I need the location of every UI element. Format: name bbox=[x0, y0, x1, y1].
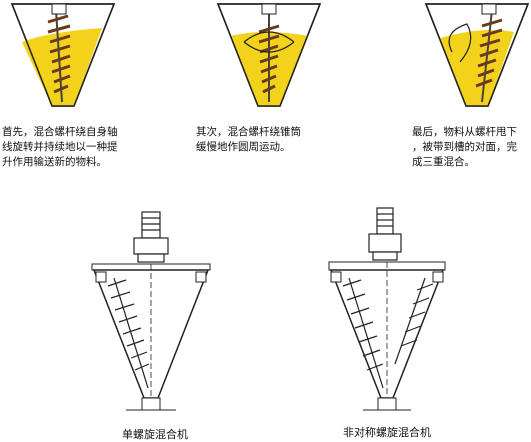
single-screw-mixer-drawing bbox=[86, 208, 216, 418]
step-3-caption: 最后，物料从螺杆甩下 ，被带到槽的对面，完 成三重混合。 bbox=[412, 126, 517, 168]
cone-hopper-icon bbox=[216, 3, 322, 107]
screw-auger-icon bbox=[47, 9, 71, 103]
motor-icon bbox=[141, 211, 161, 239]
gearbox-icon bbox=[133, 237, 169, 263]
asymmetric-screw-mixer-drawing bbox=[325, 204, 449, 418]
step-2-illustration bbox=[214, 2, 324, 110]
screw-auger-icon bbox=[258, 12, 280, 102]
single-screw-mixer-label: 单螺旋混合机 bbox=[122, 428, 188, 441]
step-2-caption: 其次，混合螺杆绕锥筒 缓慢地作圆周运动。 bbox=[196, 126, 301, 153]
step-1-illustration bbox=[8, 2, 118, 110]
cone-hopper-icon bbox=[424, 3, 530, 107]
step-3-illustration bbox=[422, 2, 531, 110]
motor-icon bbox=[376, 207, 394, 235]
cone-hopper-icon bbox=[10, 3, 116, 107]
gearbox-icon bbox=[368, 233, 402, 261]
screw-auger-icon bbox=[342, 277, 434, 389]
screw-auger-icon bbox=[475, 9, 503, 103]
asymmetric-screw-mixer-label: 非对称螺旋混合机 bbox=[343, 426, 431, 439]
screw-auger-icon bbox=[107, 277, 150, 389]
step-1-caption: 首先，混合螺杆绕自身轴 线旋转并持续地以一种提 升作用输送新的物料。 bbox=[2, 126, 118, 168]
